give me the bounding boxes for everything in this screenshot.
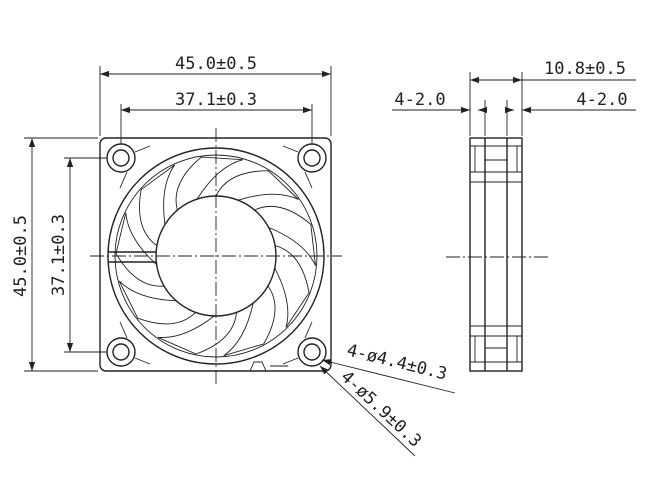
fan-blade <box>215 170 299 201</box>
fan-blade <box>139 164 176 246</box>
mount-boss-bottom-left <box>106 337 136 367</box>
height-dimension-label: 45.0±0.5 <box>11 215 31 297</box>
front-view <box>90 128 342 384</box>
vertical-hole-spacing-label: 37.1±0.3 <box>49 214 69 296</box>
side-dimensions: 10.8±0.5 4-2.0 4-2.0 <box>392 59 636 136</box>
mount-hole-top-right <box>303 149 321 167</box>
inner-hole-leader <box>321 359 456 394</box>
fan-blade <box>274 245 310 328</box>
side-frame-outline <box>469 137 523 372</box>
width-dimension-label: 45.0±0.5 <box>175 54 257 74</box>
mount-boss-top-right <box>297 143 327 173</box>
mount-hole-top-left <box>112 149 130 167</box>
mount-hole-bottom-left <box>112 343 130 361</box>
outer-boss-label: 4-ø5.9±0.3 <box>337 367 426 451</box>
fan-blade <box>254 205 316 266</box>
hole-spacing-dimension-label: 37.1±0.3 <box>175 90 257 110</box>
fan-blades <box>115 156 316 357</box>
mount-boss-top-left <box>106 143 136 173</box>
mount-hole-bottom-right <box>303 343 321 361</box>
side-top-flange-detail <box>470 145 522 183</box>
left-flange-dimension-label: 4-2.0 <box>394 90 445 110</box>
fan-blade <box>175 156 244 211</box>
cable-notch <box>249 361 288 372</box>
side-bottom-flange-detail <box>470 325 522 363</box>
fan-frame-outline <box>99 137 332 372</box>
fan-blade <box>115 212 165 287</box>
right-flange-dimension-label: 4-2.0 <box>576 90 627 110</box>
fan-blade <box>157 312 237 355</box>
outer-boss-leader <box>319 365 416 457</box>
front-dimensions: 45.0±0.5 37.1±0.3 45.0±0.5 37.1±0.3 4-ø4… <box>11 54 456 457</box>
side-view <box>446 137 550 372</box>
mount-boss-bottom-right <box>297 337 327 367</box>
depth-dimension-label: 10.8±0.5 <box>544 59 626 79</box>
frame-webbing <box>119 145 313 365</box>
fan-blade <box>118 280 196 325</box>
fan-blade <box>223 285 276 357</box>
